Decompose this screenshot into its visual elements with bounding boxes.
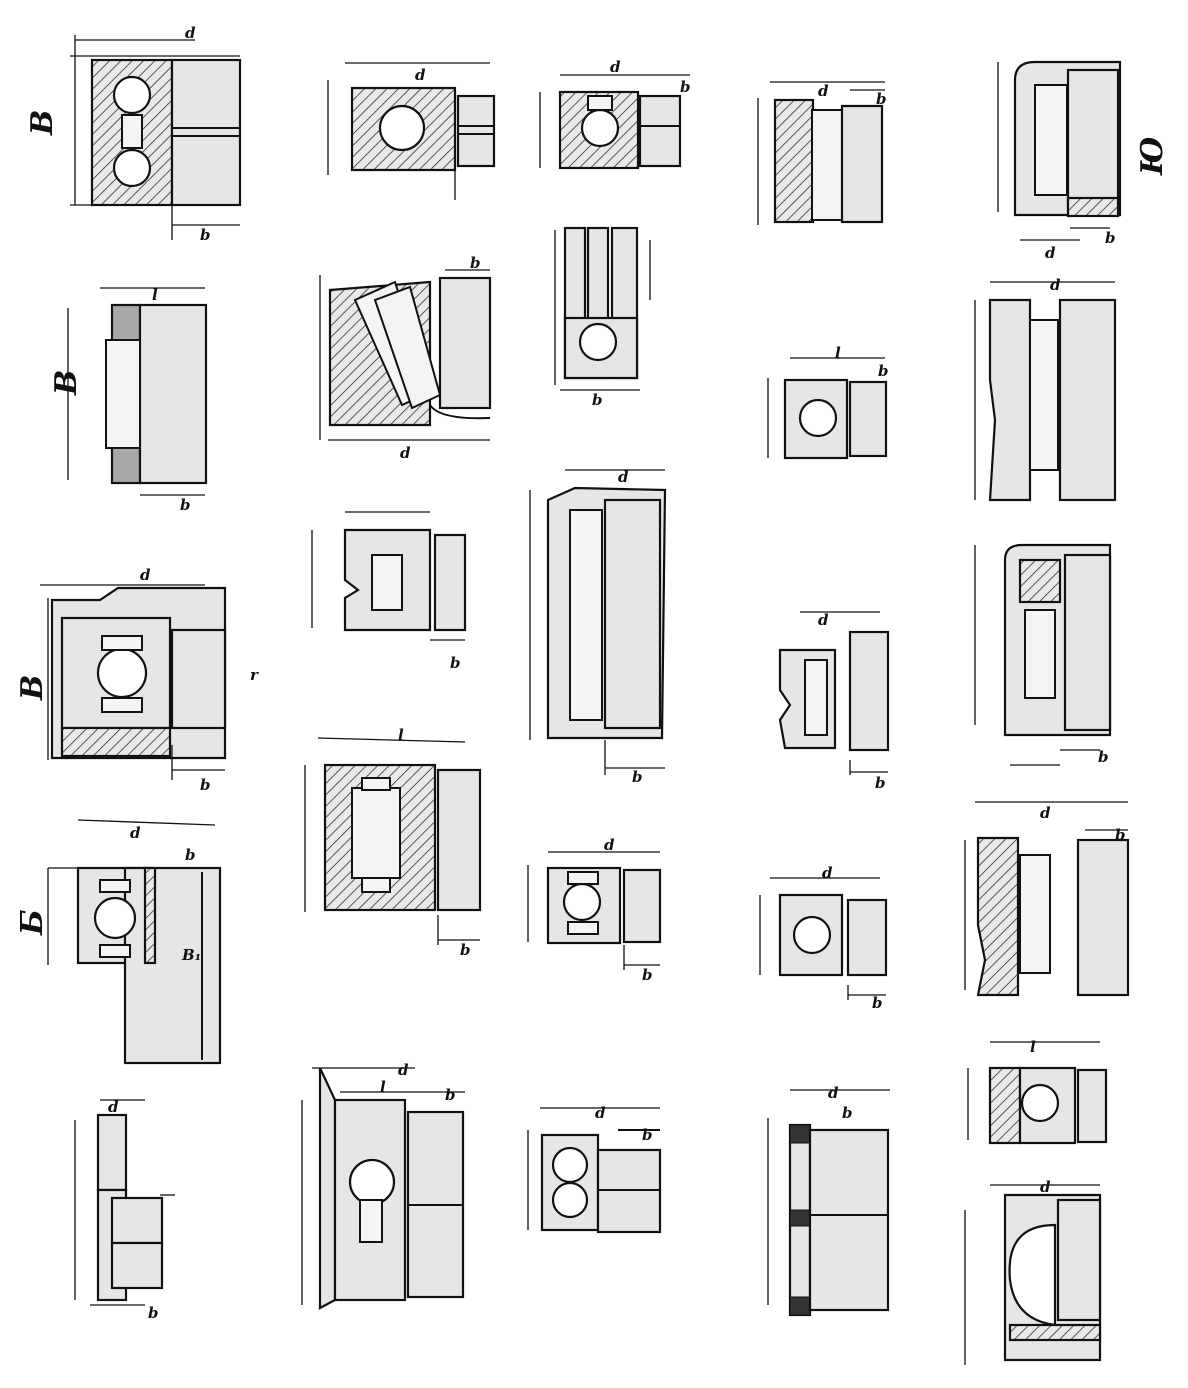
bearing-fig-ball-wide: l (967, 1038, 1108, 1145)
label-d-fig13: d (618, 468, 629, 486)
label-b-fig21: b (1105, 229, 1116, 247)
label-d-fig20: d (828, 1084, 839, 1102)
label-b-fig1: b (200, 226, 211, 244)
label-d-fig19: d (822, 864, 833, 882)
label-b-fig11: b (680, 78, 691, 96)
label-b-fig7: b (470, 254, 481, 272)
label-d-fig14: d (604, 836, 615, 854)
label-l-fig2: l (152, 286, 158, 304)
label-d-fig6: d (415, 66, 426, 84)
bearing-fig-double-ball-unit: d b (527, 1104, 662, 1234)
label-b-fig15: b (642, 1126, 653, 1144)
label-b-fig4: b (185, 846, 196, 864)
label-b-fig14: b (642, 966, 653, 984)
label-l-fig9: l (398, 726, 404, 744)
label-b-fig23: b (1098, 748, 1109, 766)
label-b-fig10: b (445, 1086, 456, 1104)
bearing-fig-drawn-cup-needle: Ю d b (997, 60, 1170, 262)
label-b-fig13: b (632, 768, 643, 786)
bearing-fig-needle-thick-housing: d (974, 276, 1117, 502)
bearing-fig-double-row-ball: B d b (25, 24, 242, 244)
bearing-fig-needle-shaped: b (311, 511, 467, 672)
bearing-fig-needle-sealed: B l b (49, 286, 208, 514)
label-b-fig18: b (875, 774, 886, 792)
label-b-fig2: b (180, 496, 191, 514)
label-d-fig4: d (130, 824, 141, 842)
label-d-fig18: d (818, 611, 829, 629)
bearing-fig-double-ball-flanged: d l b (301, 1061, 465, 1310)
label-d-fig11: d (610, 58, 621, 76)
bearing-fig-stacked-needle: d b (74, 1098, 175, 1322)
label-B-fig2: B (49, 370, 84, 396)
label-d-fig10: d (398, 1061, 409, 1079)
bearing-fig-compact-ball: l b (767, 344, 889, 460)
label-d-fig5: d (108, 1098, 119, 1116)
label-d-fig15: d (595, 1104, 606, 1122)
bearing-fig-small-ball: d b (527, 836, 662, 984)
label-l-fig25: l (1030, 1038, 1036, 1056)
label-b-fig5: b (148, 1304, 159, 1322)
label-d-fig22: d (1050, 276, 1061, 294)
bearing-fig-needle-housing-2: d b (964, 801, 1130, 997)
label-b-fig8: b (450, 654, 461, 672)
label-d-fig3: d (140, 566, 151, 584)
bearing-fig-small-ball-2: d b (759, 864, 888, 1012)
label-b-fig17: b (878, 362, 889, 380)
label-l-fig17: l (835, 344, 841, 362)
label-b-fig20: b (842, 1104, 853, 1122)
label-b-fig12: b (592, 391, 603, 409)
label-d-fig24: d (1040, 804, 1051, 822)
label-d-fig1: d (185, 24, 196, 42)
label-d-fig26: d (1040, 1178, 1051, 1196)
label-l-fig10: l (380, 1078, 386, 1096)
label-b-fig19: b (872, 994, 883, 1012)
label-yu-fig21: Ю (1135, 136, 1170, 176)
label-d-fig16: d (818, 82, 829, 100)
label-b-fig9: b (460, 941, 471, 959)
bearing-fig-ball-stamped-housing: B d r b (15, 566, 259, 794)
label-Be-fig4: Б (15, 909, 50, 936)
bearing-fig-tapered-roller: d b (319, 254, 492, 462)
bearing-fig-deep-groove-ball: d b (539, 58, 691, 170)
bearing-fig-angular-contact: d (327, 62, 496, 200)
label-r-fig3: r (250, 666, 259, 684)
bearing-fig-wide-inner-ring: Б d B₁ b (15, 819, 222, 1065)
label-B1-fig4: B₁ (181, 946, 201, 964)
bearing-fig-needle-sealed-long: d b (767, 1084, 890, 1317)
bearing-fig-cylindrical-roller: b (554, 226, 651, 409)
bearing-fig-stamped-ball-cup: d (964, 1178, 1102, 1365)
bearing-fig-needle-outer-housing: d b (757, 81, 887, 225)
bearing-fig-shaped-needle: d b (778, 611, 890, 792)
label-b-fig3: b (200, 776, 211, 794)
label-B-fig3: B (15, 675, 50, 701)
bearing-fig-drawn-cup-roller: b (974, 543, 1112, 766)
label-b-fig16: b (876, 90, 887, 108)
bearing-fig-long-needle-housing: d b (529, 468, 667, 786)
label-b-fig24: b (1115, 826, 1126, 844)
label-B-fig1: B (25, 110, 60, 136)
bearing-fig-spherical-roller: l b (304, 726, 482, 959)
label-d-fig21: d (1045, 244, 1056, 262)
label-d-fig7: d (400, 444, 411, 462)
